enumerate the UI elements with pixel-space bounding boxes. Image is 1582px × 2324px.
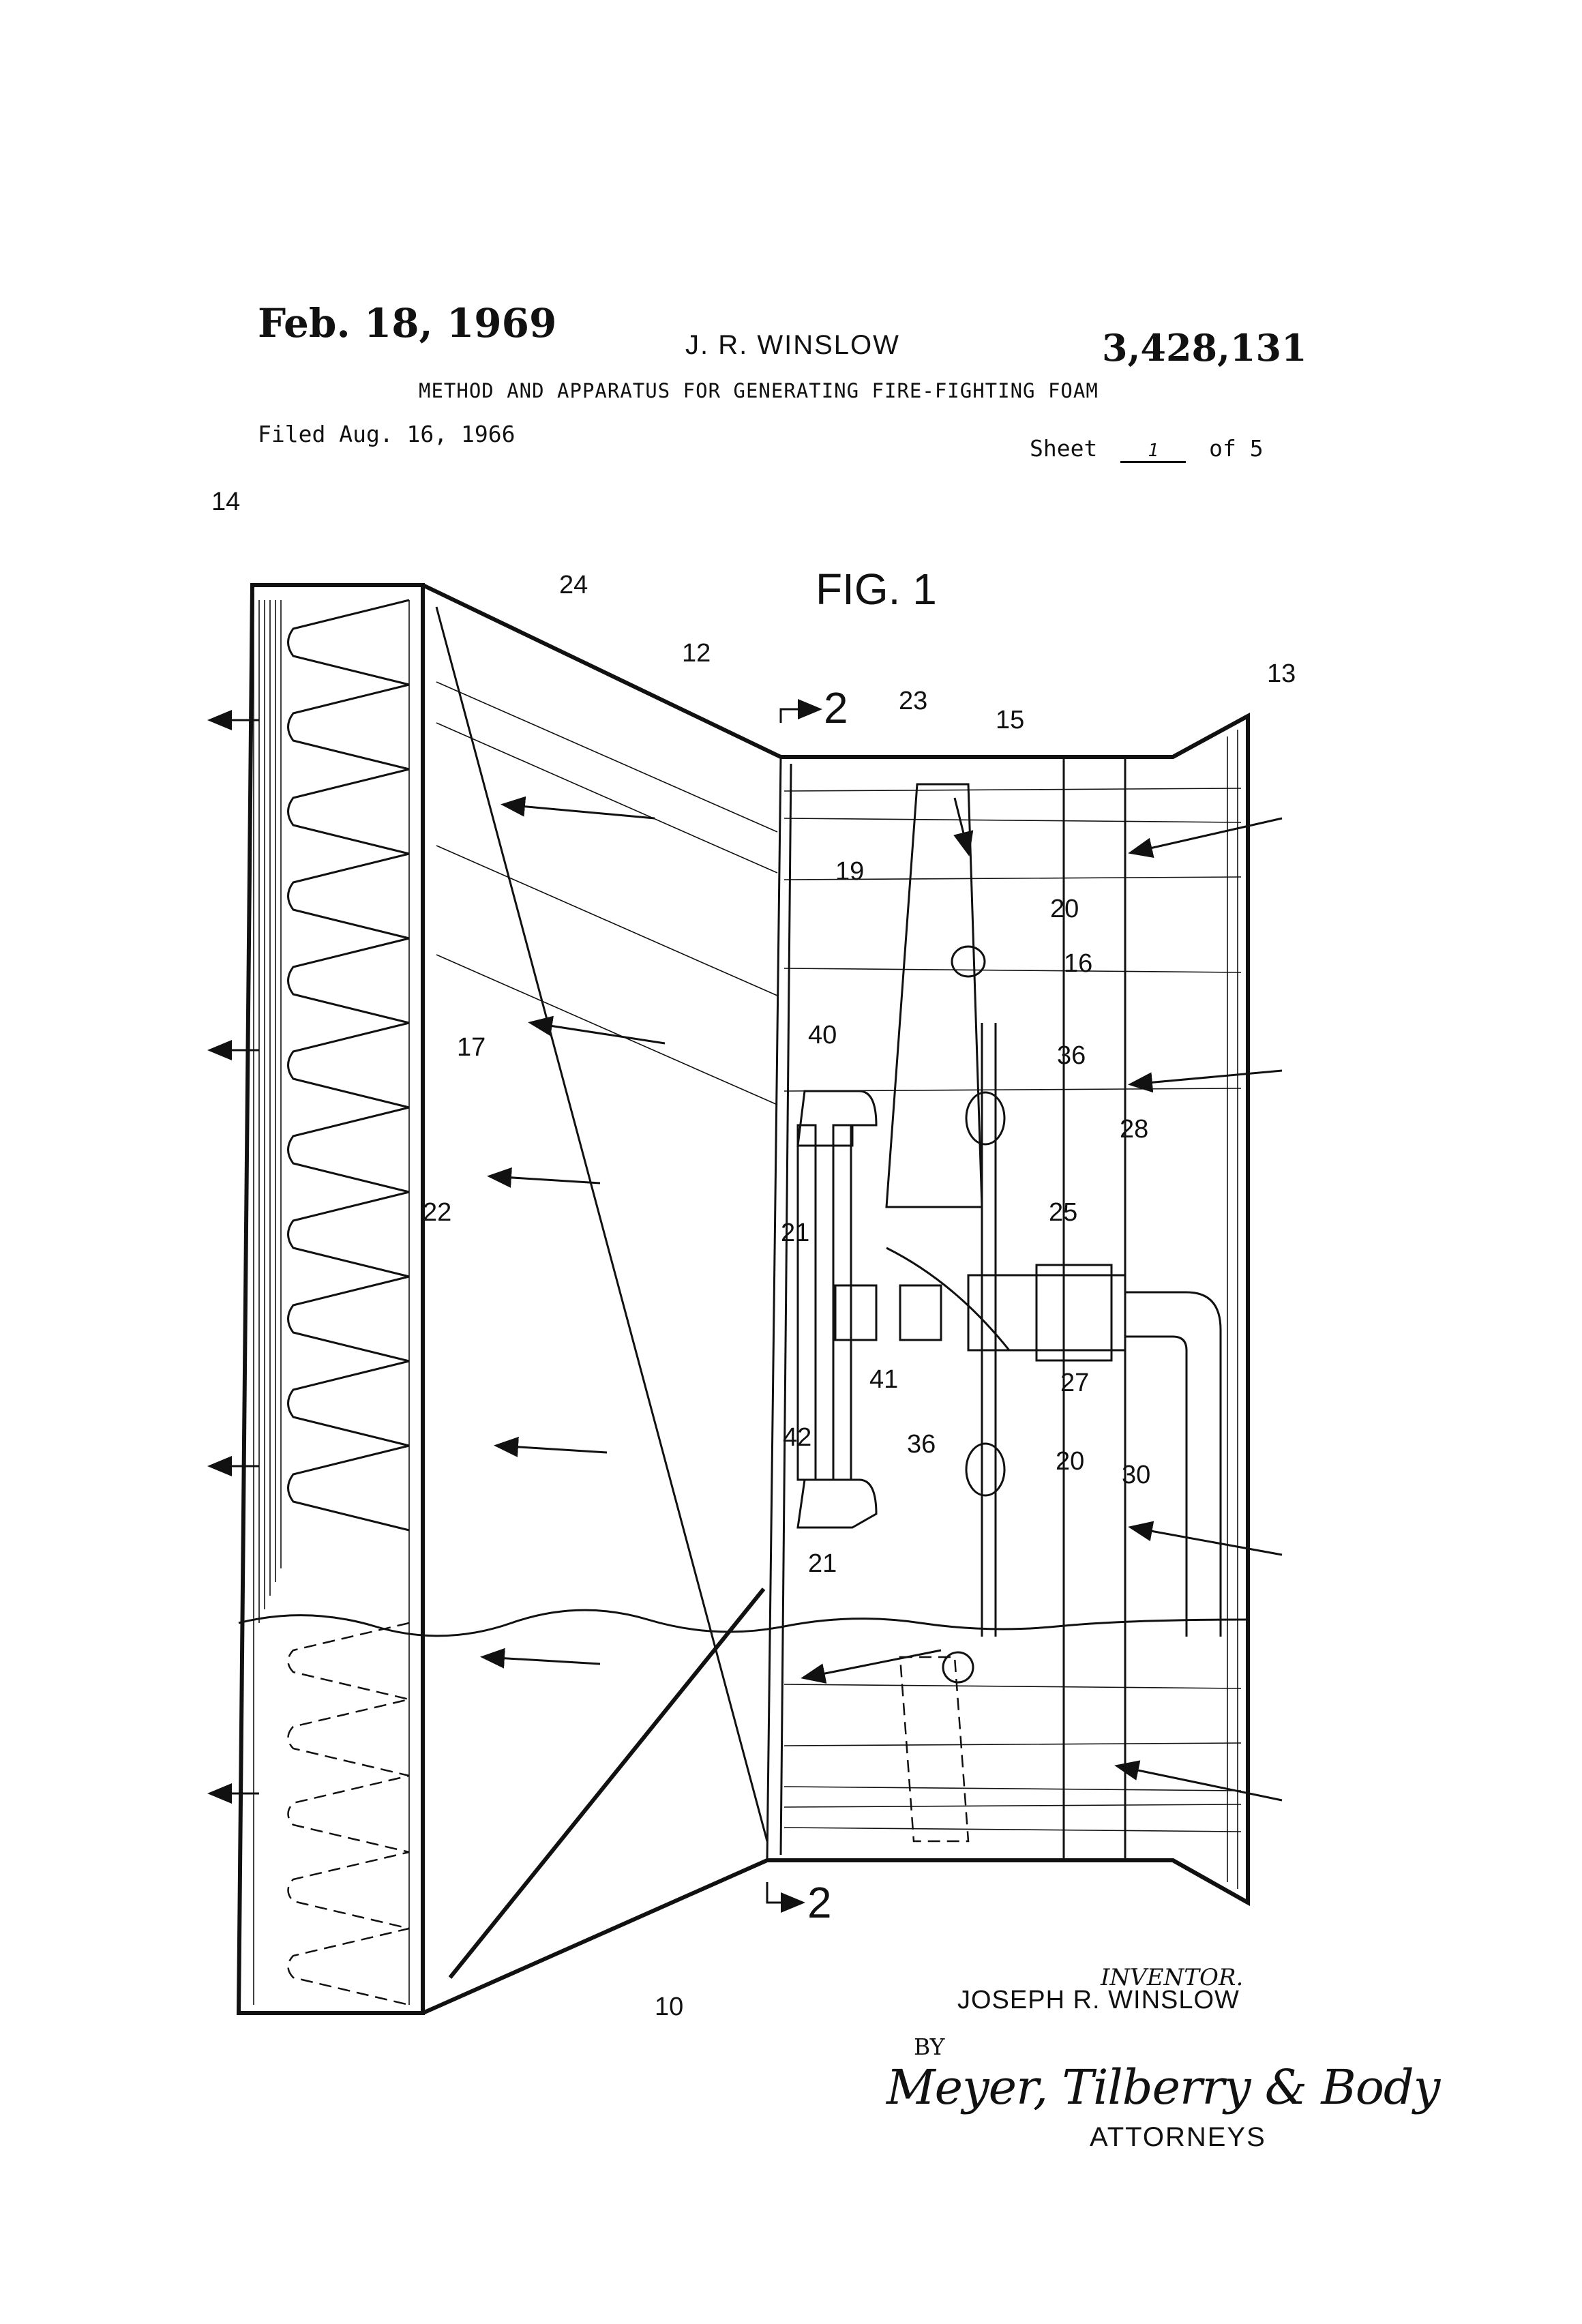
reference-numeral: 28 xyxy=(1120,1115,1148,1144)
by-label: BY xyxy=(914,2034,944,2060)
reference-numeral: 13 xyxy=(1267,659,1296,688)
duct-shading-line xyxy=(784,818,1241,822)
right-inlet-housing xyxy=(1064,716,1248,1903)
nozzle-assembly xyxy=(798,1091,941,1528)
reference-numeral: 25 xyxy=(1049,1198,1077,1227)
duct-shading-line xyxy=(436,846,777,996)
duct-shading-line xyxy=(784,1787,1241,1791)
duct-shading-line xyxy=(784,1743,1241,1746)
flow-arrow xyxy=(484,1657,600,1664)
duct-shading-line xyxy=(784,788,1241,791)
duct-shading-line xyxy=(436,955,777,1105)
inventor-name: JOSEPH R. WINSLOW xyxy=(957,1986,1240,2015)
reference-numeral: 24 xyxy=(559,571,588,599)
flow-arrow xyxy=(491,1176,600,1183)
svg-text:2: 2 xyxy=(807,1878,832,1927)
reference-numeral: 12 xyxy=(682,639,711,668)
flow-arrow xyxy=(955,798,968,852)
duct-shading-line xyxy=(784,1684,1241,1688)
flow-arrow xyxy=(1132,1528,1282,1555)
reference-numeral: 16 xyxy=(1064,949,1092,978)
flow-arrow xyxy=(498,1446,607,1452)
reference-numeral: 10 xyxy=(655,1993,683,2021)
reference-numeral: 30 xyxy=(1122,1461,1150,1489)
flow-arrow xyxy=(505,805,655,818)
zigzag-screen xyxy=(288,600,410,1530)
attorneys-label: ATTORNEYS xyxy=(1090,2122,1266,2153)
reference-numeral: 40 xyxy=(808,1021,837,1049)
reference-numeral: 19 xyxy=(835,857,864,886)
duct-shading-line xyxy=(436,682,777,832)
zigzag-screen-hidden xyxy=(288,1623,410,2005)
reference-numeral: 36 xyxy=(907,1430,936,1459)
left-screen-housing xyxy=(239,585,423,2013)
duct-shading-line xyxy=(784,1804,1241,1807)
duct-shading-line xyxy=(784,968,1241,972)
reference-numeral: 22 xyxy=(423,1198,451,1227)
reference-numeral: 21 xyxy=(808,1549,837,1578)
flow-arrow xyxy=(1118,1766,1282,1800)
hub-assembly xyxy=(886,1248,1221,1637)
reference-numeral: 14 xyxy=(211,488,240,516)
reference-numeral: 23 xyxy=(899,687,927,715)
section-marker-bottom: 2 xyxy=(767,1878,832,1927)
flow-arrow xyxy=(1132,818,1282,852)
reference-numeral: 36 xyxy=(1057,1041,1086,1070)
flow-arrows xyxy=(211,720,1282,1800)
reference-numeral: 20 xyxy=(1050,895,1079,923)
flow-arrow xyxy=(1132,1071,1282,1084)
reference-numeral: 42 xyxy=(783,1423,811,1452)
attorney-signature: Meyer, Tilberry & Body xyxy=(886,2059,1439,2115)
reference-numeral: 41 xyxy=(869,1365,898,1394)
reference-numeral: 21 xyxy=(781,1219,809,1247)
section-marker-top: 2 xyxy=(781,683,848,732)
svg-text:2: 2 xyxy=(824,683,848,732)
reference-numeral: 17 xyxy=(457,1033,486,1062)
reference-numeral: 20 xyxy=(1056,1447,1084,1476)
reference-numeral: 15 xyxy=(996,706,1024,734)
duct-shading-lines xyxy=(436,682,1241,1832)
flow-arrow xyxy=(805,1650,941,1678)
figure-label: FIG. 1 xyxy=(816,565,937,614)
duct-shading-line xyxy=(784,1828,1241,1832)
reference-numeral: 27 xyxy=(1060,1369,1089,1397)
